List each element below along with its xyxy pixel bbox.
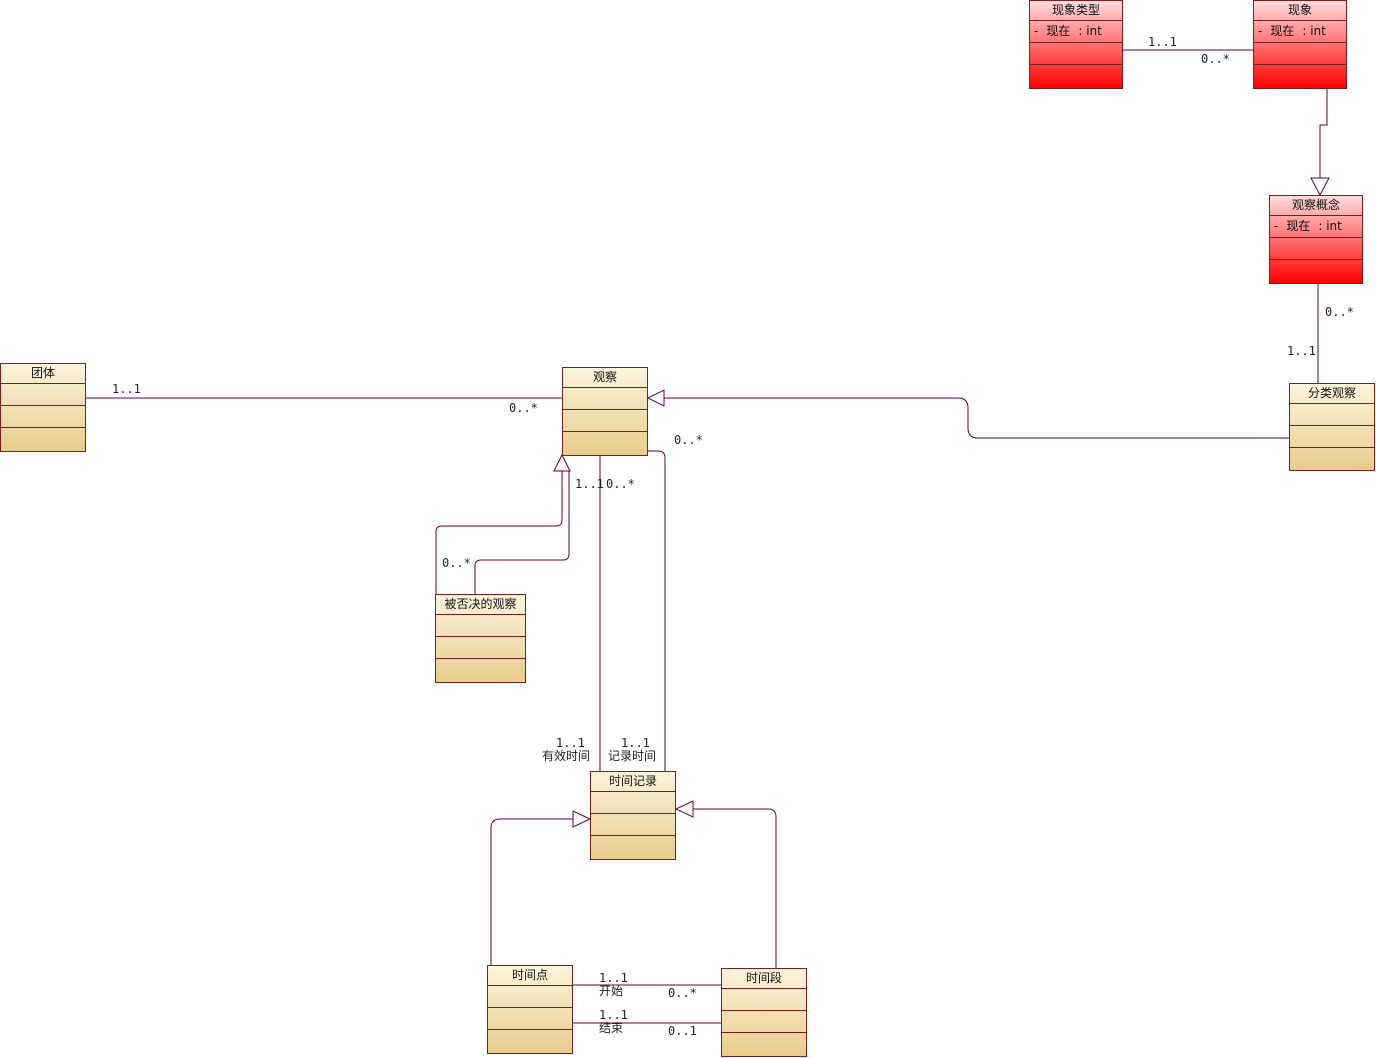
generalization-arrow-observation-right: [646, 389, 665, 407]
multiplicity-label: 0..*: [442, 556, 471, 570]
extra-section: [488, 1030, 572, 1052]
class-name: 团体: [1, 364, 85, 384]
multiplicity-label: 1..1: [575, 477, 604, 491]
class-name: 现象类型: [1030, 1, 1122, 21]
class-category-observation[interactable]: 分类观察: [1289, 383, 1375, 471]
attributes-section: [722, 989, 806, 1011]
extra-section: [591, 836, 675, 858]
role-label: 开始: [599, 984, 624, 998]
role-label: 结束: [599, 1021, 624, 1035]
attr-name: 现在: [1270, 24, 1295, 38]
attribute-row: -现在 : int: [1254, 21, 1346, 43]
extra-section: [1290, 448, 1374, 470]
class-phenomenon-type[interactable]: 现象类型 -现在 : int: [1029, 0, 1123, 89]
extra-section: [436, 659, 525, 681]
multiplicity-label: 1..1: [599, 1008, 628, 1022]
attr-name: 现在: [1286, 219, 1311, 233]
class-time-record[interactable]: 时间记录: [590, 771, 676, 860]
multiplicity-label: 0..*: [1201, 52, 1230, 66]
multiplicity-label: 1..1: [599, 971, 628, 985]
attr-visibility: -: [1274, 219, 1279, 233]
attributes-section: [1290, 404, 1374, 426]
attributes-section: [1, 384, 85, 406]
attributes-section: [563, 388, 647, 410]
class-name: 观察: [563, 368, 647, 388]
generalization-period-record: [693, 808, 777, 969]
generalization-category-observation: [664, 397, 1289, 439]
operations-section: [563, 410, 647, 432]
class-observation[interactable]: 观察: [562, 367, 648, 456]
multiplicity-label: 1..1: [556, 736, 585, 750]
operations-section: [436, 637, 525, 659]
generalization-arrow-concept: [1310, 177, 1330, 197]
extra-section: [563, 432, 647, 454]
attr-type: : int: [1318, 219, 1342, 233]
role-label: 记录时间: [608, 749, 657, 763]
operations-section: [1030, 43, 1122, 65]
attribute-row: -现在 : int: [1270, 216, 1362, 238]
generalization-phenomenon-concept: [1319, 88, 1328, 178]
class-name: 时间点: [488, 966, 572, 986]
extra-section: [722, 1033, 806, 1055]
multiplicity-label: 0..*: [606, 477, 635, 491]
class-name: 分类观察: [1290, 384, 1374, 404]
attr-type: : int: [1078, 24, 1102, 38]
attr-visibility: -: [1034, 24, 1039, 38]
multiplicity-label: 1..1: [112, 382, 141, 396]
class-name: 现象: [1254, 1, 1346, 21]
attr-visibility: -: [1258, 24, 1263, 38]
multiplicity-label: 0..*: [674, 433, 703, 447]
class-name: 观察概念: [1270, 196, 1362, 216]
attr-name: 现在: [1046, 24, 1071, 38]
operations-section: [722, 1011, 806, 1033]
operations-section: [1290, 426, 1374, 448]
operations-section: [1270, 238, 1362, 260]
generalization-point-record: [490, 818, 573, 966]
attributes-section: [591, 792, 675, 814]
extra-section: [1030, 65, 1122, 87]
generalization-arrow-record-right: [674, 800, 694, 818]
class-group[interactable]: 团体: [0, 363, 86, 452]
multiplicity-label: 0..*: [509, 401, 538, 415]
extra-section: [1254, 65, 1346, 87]
multiplicity-label: 1..1: [1287, 344, 1316, 358]
class-name: 被否决的观察: [436, 595, 525, 615]
class-observation-concept[interactable]: 观察概念 -现在 : int: [1269, 195, 1363, 284]
multiplicity-label: 1..1: [1148, 35, 1177, 49]
class-time-point[interactable]: 时间点: [487, 965, 573, 1054]
multiplicity-label: 0..1: [668, 1024, 697, 1038]
assoc-record-time: [648, 450, 666, 772]
operations-section: [488, 1008, 572, 1030]
class-time-period[interactable]: 时间段: [721, 968, 807, 1057]
generalization-arrow-record-left: [572, 810, 592, 828]
generalization-arrow-observation-bottom: [553, 453, 571, 472]
multiplicity-label: 0..*: [668, 986, 697, 1000]
operations-section: [1, 406, 85, 428]
class-name: 时间记录: [591, 772, 675, 792]
operations-section: [591, 814, 675, 836]
generalization-rejected-observation: [435, 471, 563, 594]
role-label: 有效时间: [542, 749, 591, 763]
assoc-rejected-observation: [474, 471, 570, 594]
attribute-row: -现在 : int: [1030, 21, 1122, 43]
attributes-section: [488, 986, 572, 1008]
multiplicity-label: 1..1: [621, 736, 650, 750]
attr-type: : int: [1302, 24, 1326, 38]
attributes-section: [436, 615, 525, 637]
class-rejected-observation[interactable]: 被否决的观察: [435, 594, 526, 683]
extra-section: [1270, 260, 1362, 282]
class-phenomenon[interactable]: 现象 -现在 : int: [1253, 0, 1347, 89]
extra-section: [1, 428, 85, 450]
operations-section: [1254, 43, 1346, 65]
multiplicity-label: 0..*: [1325, 305, 1354, 319]
class-name: 时间段: [722, 969, 806, 989]
